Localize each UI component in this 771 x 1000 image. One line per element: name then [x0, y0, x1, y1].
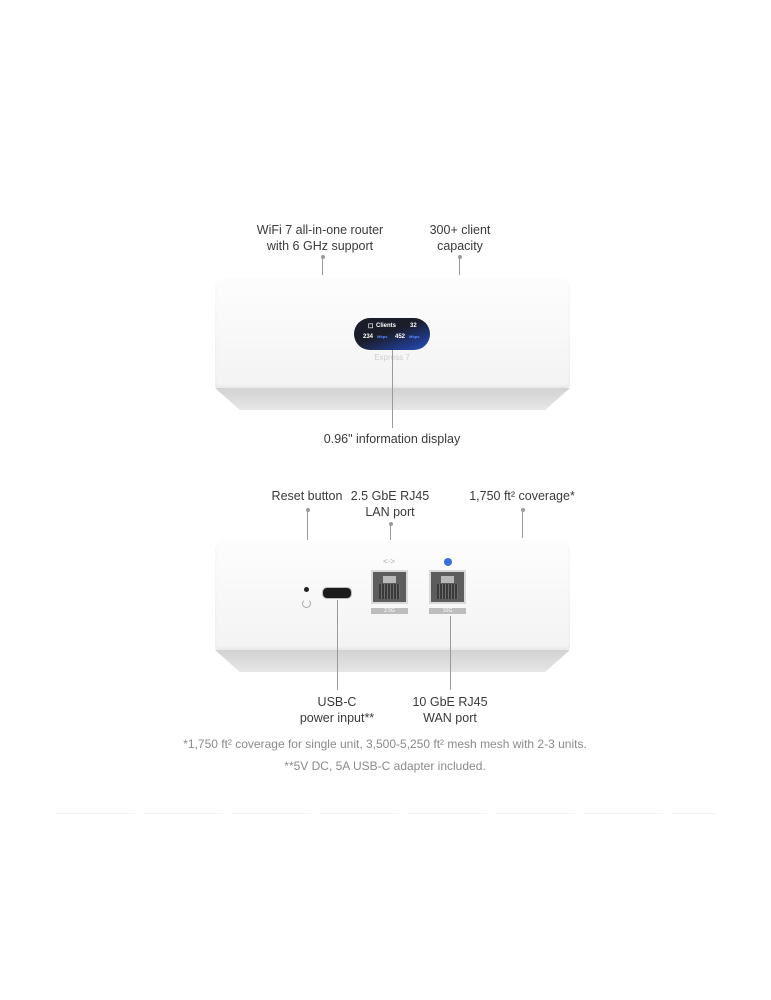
reset-icon — [302, 599, 311, 608]
lan-port[interactable] — [371, 570, 408, 604]
leader-dot — [388, 522, 393, 526]
callout-reset: Reset button — [271, 489, 343, 503]
usb-c-port[interactable] — [322, 587, 352, 599]
leader-dot — [320, 255, 325, 259]
callout-display: 0.96" information display — [323, 432, 461, 446]
reset-button[interactable] — [304, 587, 309, 592]
leader-line — [459, 257, 460, 275]
router-back-base — [215, 650, 570, 672]
leader-line — [392, 350, 393, 428]
globe-icon — [444, 558, 452, 566]
info-display: ☐ Clients 32 234 Mbps 452 Mbps — [354, 318, 430, 350]
leader-line — [337, 600, 338, 690]
leader-line — [322, 257, 323, 275]
lan-port-label: 2.5G — [371, 608, 408, 614]
wan-port[interactable] — [429, 570, 466, 604]
callout-wan: 10 GbE RJ45 WAN port — [412, 695, 488, 725]
clients-icon: ☐ — [368, 324, 374, 330]
callout-clients: 300+ client capacity — [429, 223, 491, 253]
footnote-power: **5V DC, 5A USB-C adapter included. — [284, 759, 486, 773]
leader-line — [522, 510, 523, 538]
leader-dot — [520, 508, 525, 512]
leader-line — [450, 616, 451, 690]
wan-port-label: 10G — [429, 608, 466, 614]
leader-dot — [457, 255, 462, 259]
callout-router: WiFi 7 all-in-one router with 6 GHz supp… — [256, 223, 384, 253]
footnote-coverage: *1,750 ft² coverage for single unit, 3,5… — [183, 737, 587, 751]
lan-arrows-icon: <·> — [383, 557, 396, 566]
callout-lan: 2.5 GbE RJ45 LAN port — [350, 489, 430, 519]
leader-dot — [305, 508, 310, 512]
callout-usbc: USB-C power input** — [299, 695, 375, 725]
callout-coverage: 1,750 ft² coverage* — [469, 489, 575, 503]
leader-line — [390, 524, 391, 554]
divider — [55, 813, 715, 814]
